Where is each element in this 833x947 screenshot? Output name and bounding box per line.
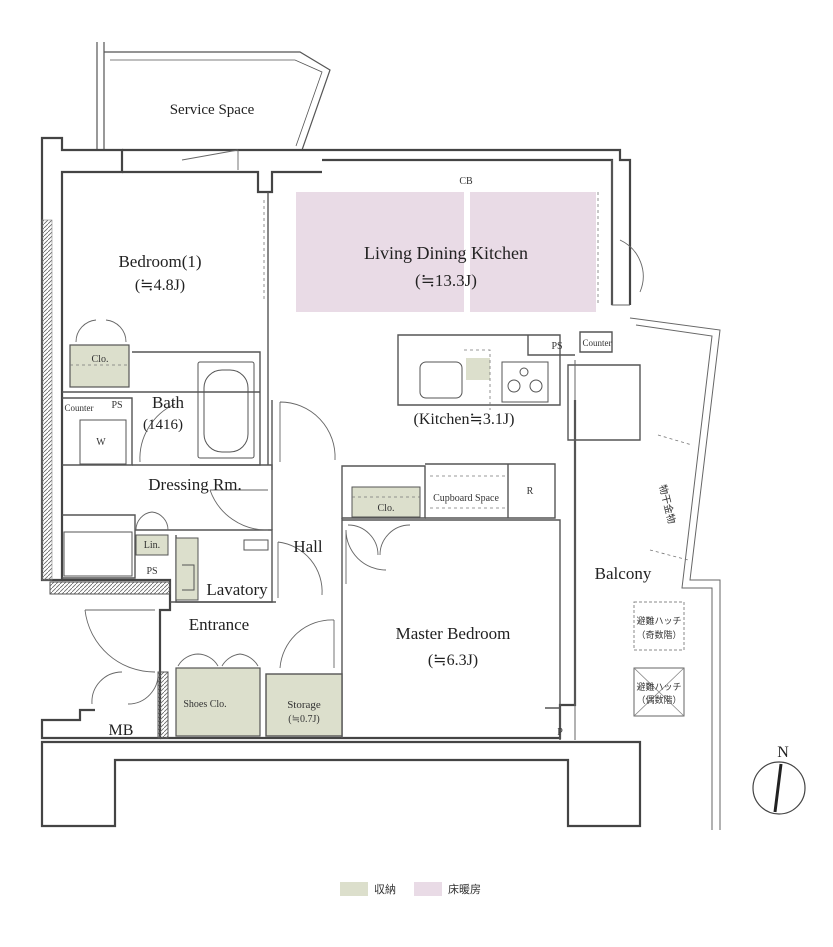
cooktop (501, 361, 549, 403)
label-hall: Hall (293, 537, 323, 556)
label-cb: CB (459, 176, 473, 187)
label-storage-size: (≒0.7J) (288, 714, 319, 725)
burner-1 (507, 379, 521, 393)
vanity-left (63, 531, 133, 577)
label-lavatory: Lavatory (206, 580, 268, 599)
inner-walls (62, 192, 641, 740)
label-cupboard: Cupboard Space (433, 493, 499, 504)
label-linen: Lin. (144, 540, 160, 551)
label-ps-lav: PS (146, 566, 157, 577)
label-master-clo: Clo. (378, 503, 395, 514)
compass-needle-icon (773, 763, 783, 813)
dashed-lines (70, 192, 693, 561)
label-ldk: Living Dining Kitchen (364, 243, 528, 263)
floor-heating-area-left (296, 192, 464, 312)
label-shoes-closet: Shoes Clo. (183, 699, 226, 710)
legend: 収納 床暖房 (340, 882, 481, 896)
label-master-bedroom: Master Bedroom (396, 624, 511, 643)
label-hatch-odd-1: 避難ハッチ (636, 615, 681, 627)
label-p: P (557, 727, 563, 738)
compass-north-label: N (777, 744, 789, 761)
label-drying-hardware: 物干金物 (656, 483, 678, 525)
balcony-railing (574, 160, 721, 830)
lavatory-counter (243, 539, 269, 551)
master-closet (351, 486, 421, 518)
label-bedroom1-size: (≒4.8J) (135, 277, 185, 294)
label-kitchen: (Kitchen≒3.1J) (414, 411, 515, 428)
floor-heating-area-right (470, 192, 596, 312)
burner-2 (529, 379, 543, 393)
label-mb: MB (109, 722, 134, 739)
label-service-space: Service Space (170, 102, 255, 118)
label-entrance: Entrance (189, 615, 249, 634)
label-master-size: (≒6.3J) (428, 652, 478, 669)
bedroom1-closet (69, 344, 130, 388)
service-space (96, 42, 331, 151)
legend-swatch-storage (340, 882, 368, 896)
bathtub (197, 361, 255, 459)
washer-pan (79, 419, 127, 465)
label-dressing: Dressing Rm. (148, 475, 242, 494)
label-bedroom1-clo: Clo. (92, 354, 109, 365)
legend-label-floor-heating: 床暖房 (448, 882, 481, 896)
label-bath-size: (1416) (143, 417, 183, 433)
bathtub-inner (203, 369, 249, 453)
label-balcony: Balcony (595, 564, 652, 583)
burner-3 (519, 367, 529, 377)
hatched-wall-left (41, 219, 53, 581)
label-ldk-size: (≒13.3J) (415, 271, 477, 290)
evac-hatch-even-cross (633, 667, 685, 717)
hatched-wall-mb (157, 671, 169, 739)
label-ps-bath: PS (111, 400, 122, 411)
compass-ring (752, 761, 806, 815)
kitchen-storage (466, 358, 490, 380)
linen-closet (135, 534, 169, 556)
label-counter-kitchen: Counter (583, 338, 612, 348)
compass: N (752, 744, 806, 815)
label-hatch-odd-2: （奇数階） (636, 629, 681, 641)
label-bedroom1: Bedroom(1) (118, 252, 201, 271)
label-washer: W (96, 437, 106, 448)
label-bath: Bath (152, 393, 185, 412)
storage-room (265, 673, 343, 737)
evac-hatch-odd (633, 601, 685, 651)
label-refrigerator: R (527, 486, 534, 497)
lavatory-basin (182, 564, 195, 591)
label-ps-kitchen: PS (551, 341, 562, 352)
sink (419, 361, 463, 399)
lavatory-storage (175, 537, 199, 601)
label-hatch-even-2: （偶数階） (636, 694, 681, 706)
fixtures (63, 361, 549, 591)
label-hatch-even-1: 避難ハッチ (636, 681, 681, 693)
shoes-closet (175, 667, 261, 737)
label-counter-left: Counter (65, 403, 94, 413)
label-storage: Storage (287, 699, 321, 711)
legend-label-storage: 収納 (374, 883, 396, 896)
legend-swatch-floor-heating (414, 882, 442, 896)
hatched-wall-lower (49, 581, 171, 595)
evac-hatch-even (633, 667, 685, 717)
